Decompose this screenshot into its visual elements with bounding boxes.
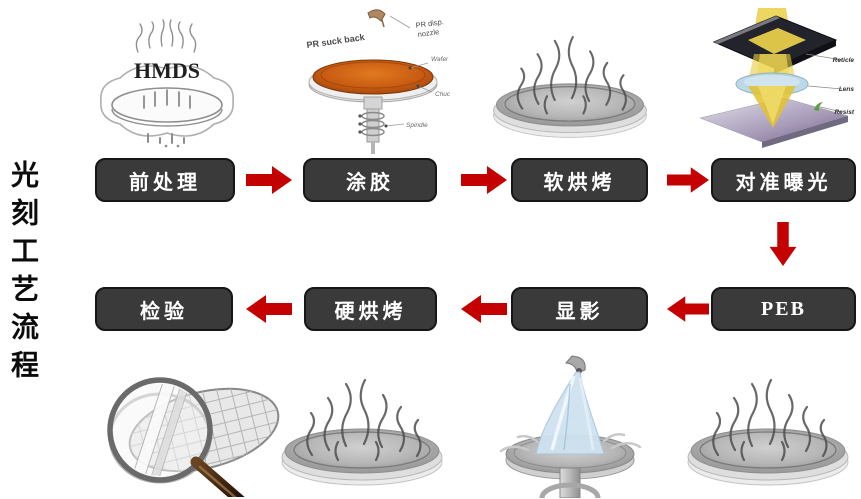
reticle-label: Reticle bbox=[833, 57, 855, 64]
step-box-develop: 显影 bbox=[511, 287, 648, 331]
step-box-align-expose: 对准曝光 bbox=[711, 158, 856, 202]
pr-suckback-label: PR suck back bbox=[306, 32, 366, 50]
step-box-pretreatment: 前处理 bbox=[95, 158, 235, 202]
heated-wafer-icon bbox=[280, 378, 444, 487]
arrow-down-icon bbox=[769, 222, 797, 266]
step-box-hardbake: 硬烘烤 bbox=[304, 287, 437, 331]
developer-dispense-icon bbox=[499, 355, 642, 498]
heated-wafer-icon bbox=[492, 35, 648, 139]
spin-coater-icon: PR suck back PR disp. nozzle Wafer Chuck… bbox=[306, 9, 450, 154]
wafer-label: Wafer bbox=[431, 56, 449, 63]
exposure-optics-icon: Reticle Lens Resist bbox=[699, 8, 855, 148]
arrow-right-icon bbox=[246, 166, 292, 194]
magnifier-wafer-icon bbox=[107, 377, 286, 497]
pr-nozzle-label-1: PR disp. bbox=[415, 17, 444, 30]
step-box-softbake: 软烘烤 bbox=[511, 158, 648, 202]
step-box-inspection: 检验 bbox=[95, 287, 233, 331]
diagram-title: 光刻工艺流程 bbox=[7, 160, 38, 388]
arrow-right-icon bbox=[461, 166, 507, 194]
hmds-label: HMDS bbox=[134, 58, 200, 83]
spindle-label: Spindle bbox=[406, 122, 428, 129]
resist-label: Resist bbox=[834, 109, 854, 116]
arrow-left-icon bbox=[461, 295, 507, 323]
heated-wafer-icon bbox=[686, 378, 850, 487]
step-box-coating: 涂胶 bbox=[303, 158, 437, 202]
hmds-vapor-prime-icon: HMDS bbox=[100, 19, 234, 148]
lens-label: Lens bbox=[839, 86, 855, 93]
pr-nozzle-label-2: nozzle bbox=[417, 27, 440, 39]
step-box-peb: PEB bbox=[711, 287, 856, 331]
arrow-left-icon bbox=[667, 296, 709, 322]
chuck-label: Chuck bbox=[435, 91, 450, 98]
arrow-left-icon bbox=[246, 295, 292, 323]
arrow-right-icon bbox=[667, 167, 709, 193]
